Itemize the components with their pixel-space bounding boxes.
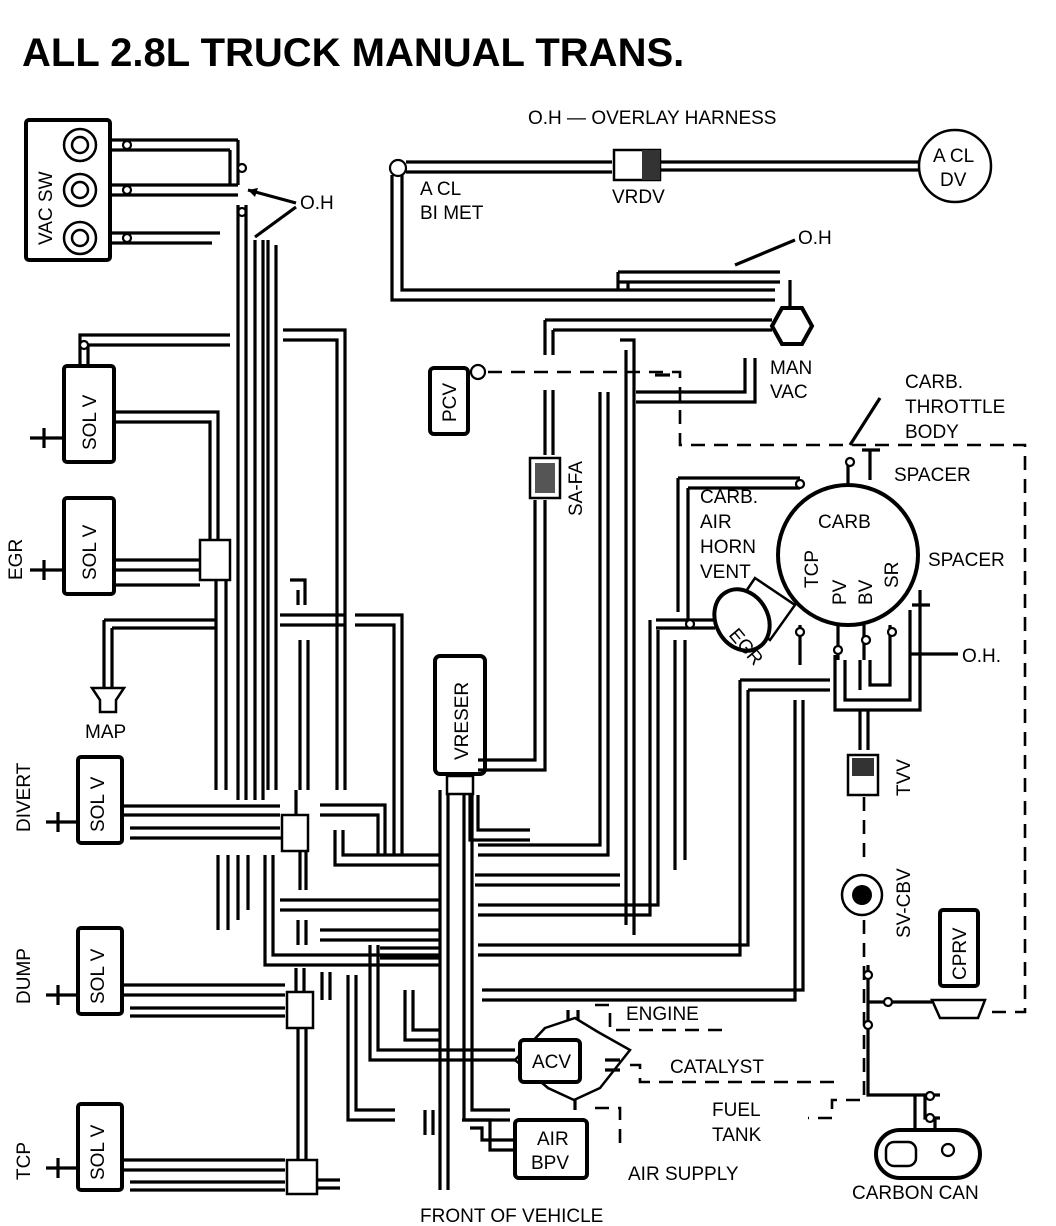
- pcv-valve: PCV: [428, 363, 1027, 1014]
- vreser-label: VRESER: [452, 682, 473, 760]
- carb-throttle-label-3: BODY: [905, 422, 959, 443]
- overlay-harness-legend: O.H — OVERLAY HARNESS: [528, 108, 776, 129]
- air-bpv-label-2: BPV: [531, 1153, 569, 1174]
- man-vac-label-2: VAC: [770, 382, 808, 403]
- catalyst-label: CATALYST: [670, 1057, 764, 1078]
- tvv-label: TVV: [894, 759, 915, 796]
- map-sensor: MAP: [85, 618, 215, 743]
- acl-dv-label-2: DV: [940, 170, 967, 191]
- egr-valve: EGR: [656, 576, 797, 670]
- vac-switch: VAC SW: [24, 118, 112, 262]
- thermal-vacuum-valve: TVV: [846, 710, 915, 860]
- carb-throttle-label-2: THROTTLE: [905, 397, 1005, 418]
- oh-arrow-left: [247, 188, 297, 239]
- middle-right-hoses: [475, 392, 830, 1002]
- engine-label: ENGINE: [626, 1004, 699, 1025]
- divert-solenoid-label: DIVERT: [14, 762, 35, 832]
- acv-label: ACV: [532, 1052, 571, 1073]
- carb-air-horn-label-1: CARB.: [700, 487, 758, 508]
- svcbv-label: SV-CBV: [894, 868, 915, 938]
- acl-bimet-label-1: A CL: [420, 179, 461, 200]
- egr-solenoid-label: EGR: [6, 539, 27, 580]
- central-hose-routing: [216, 578, 515, 1190]
- vacuum-reservoir: VRESER: [433, 654, 530, 842]
- solenoid-valve-tcp: SOL V TCP: [14, 1102, 340, 1196]
- pcv-label: PCV: [440, 383, 461, 422]
- carb-throttle-arrow: [848, 397, 882, 446]
- sv-cbv-valve: SV-CBV: [808, 868, 940, 1120]
- oh-label-left: O.H: [300, 193, 334, 214]
- air-supply-label: AIR SUPPLY: [628, 1164, 739, 1185]
- carb-port-bv: BV: [856, 579, 877, 605]
- dump-solenoid-label: DUMP: [14, 948, 35, 1004]
- oh-label-right: O.H.: [962, 646, 1001, 667]
- carb-label: CARB: [818, 512, 871, 533]
- fuel-tank-label-2: TANK: [712, 1125, 762, 1146]
- cprv-label: CPRV: [950, 927, 971, 980]
- oh-arrow-top: [734, 238, 796, 267]
- air-bypass-valve: AIR BPV: [462, 1118, 589, 1180]
- acl-bimet-label-2: BI MET: [420, 203, 484, 224]
- safa-label: SA-FA: [566, 461, 587, 516]
- spacer-top-label: SPACER: [894, 465, 971, 486]
- sol-v-egr-label: SOL V: [80, 524, 101, 580]
- manifold-vacuum-fitting: [543, 270, 815, 935]
- carb-air-horn-label-4: VENT: [700, 562, 751, 583]
- fuel-tank-label-1: FUEL: [712, 1100, 761, 1121]
- carb-air-horn-label-3: HORN: [700, 537, 756, 558]
- air-control-valve: ACV: [513, 1003, 835, 1150]
- man-vac-label-1: MAN: [770, 358, 812, 379]
- solenoid-valve-dump: SOL V DUMP: [14, 926, 315, 1160]
- carb-air-horn-label-2: AIR: [700, 512, 732, 533]
- carb-port-tcp: TCP: [802, 550, 823, 588]
- sol-v-1-label: SOL V: [80, 394, 101, 450]
- carb-port-sr: SR: [882, 562, 903, 588]
- carburetor: CARB TCP PV BV SR: [776, 448, 930, 712]
- tcp-solenoid-label: TCP: [14, 1142, 35, 1180]
- acl-dv-label-1: A CL: [933, 146, 974, 167]
- map-label: MAP: [85, 722, 126, 743]
- diagram-title: ALL 2.8L TRUCK MANUAL TRANS.: [22, 31, 684, 75]
- canister-purge-regulator-valve: CPRV: [868, 908, 987, 1020]
- sol-v-tcp-label: SOL V: [88, 1124, 109, 1180]
- oh-label-top: O.H: [798, 228, 832, 249]
- carb-throttle-label-1: CARB.: [905, 372, 963, 393]
- vac-switch-hoses: [112, 138, 248, 245]
- sol-v-dump-label: SOL V: [88, 948, 109, 1004]
- sol-v-divert-label: SOL V: [88, 776, 109, 832]
- air-cleaner-circuit: [388, 128, 993, 302]
- front-of-vehicle-label: FRONT OF VEHICLE: [420, 1206, 603, 1226]
- solenoid-valve-1: SOL V: [30, 333, 230, 540]
- air-bpv-label-1: AIR: [537, 1129, 569, 1150]
- carb-port-pv: PV: [830, 579, 851, 605]
- solenoid-valve-divert: SOL V DIVERT: [14, 755, 310, 890]
- vac-switch-label: VAC SW: [36, 171, 57, 245]
- carbon-can-label: CARBON CAN: [852, 1183, 979, 1204]
- spacer-right-label: SPACER: [928, 550, 1005, 571]
- carbon-canister: [874, 1090, 982, 1180]
- vrdv-label: VRDV: [612, 187, 665, 208]
- left-trunk-hoses: [236, 205, 347, 800]
- solenoid-valve-egr: SOL V EGR: [6, 496, 232, 790]
- carb-air-horn-vent-hose: [676, 476, 806, 620]
- sa-fa-filter: SA-FA: [478, 390, 587, 772]
